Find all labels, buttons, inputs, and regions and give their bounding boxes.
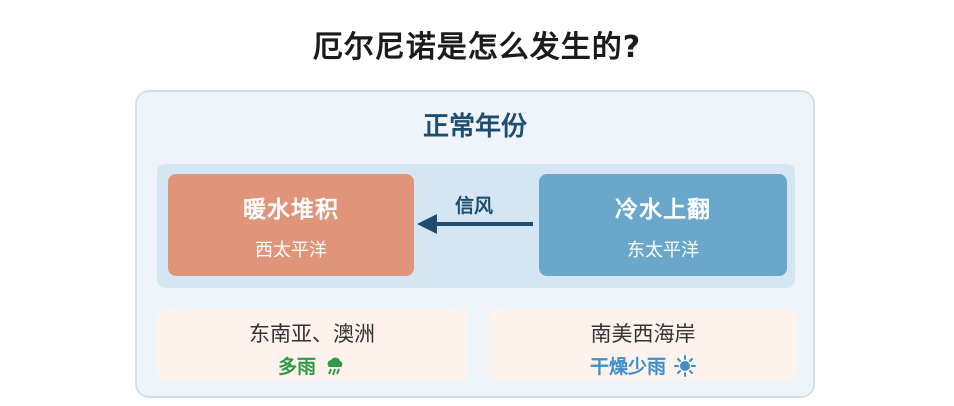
panel-title: 正常年份 bbox=[422, 112, 527, 142]
warm-water-box: 暖水堆积 西太平洋 bbox=[168, 174, 414, 276]
cold-water-box: 冷水上翻 东太平洋 bbox=[539, 174, 787, 276]
warm-water-title: 暖水堆积 bbox=[243, 197, 339, 223]
page-title: 厄尔尼诺是怎么发生的? bbox=[312, 30, 642, 65]
warm-water-location: 西太平洋 bbox=[255, 240, 327, 261]
sun-icon bbox=[674, 354, 696, 377]
trade-wind-arrow-icon bbox=[417, 214, 533, 234]
region-weather: 多雨 bbox=[157, 352, 467, 379]
region-name: 南美西海岸 bbox=[590, 322, 696, 346]
region-southeast-asia: 东南亚、澳洲 多雨 bbox=[157, 310, 467, 380]
trade-wind-label: 信风 bbox=[454, 195, 493, 217]
weather-label: 干燥少雨 bbox=[589, 356, 666, 378]
region-name: 东南亚、澳洲 bbox=[249, 322, 375, 346]
weather-label: 多雨 bbox=[277, 356, 316, 378]
rain-cloud-icon bbox=[327, 357, 343, 375]
cold-water-title: 冷水上翻 bbox=[615, 197, 711, 223]
pacific-ocean-band: 暖水堆积 西太平洋 信风 冷水上翻 东太平洋 bbox=[157, 164, 795, 288]
cold-water-location: 东太平洋 bbox=[627, 240, 699, 261]
normal-year-panel: 正常年份 暖水堆积 西太平洋 信风 冷水上翻 东太平洋 东南亚、澳洲 多雨 bbox=[135, 90, 815, 398]
region-weather: 干燥少雨 bbox=[489, 352, 797, 379]
region-south-america-coast: 南美西海岸 干燥少雨 bbox=[489, 310, 797, 380]
